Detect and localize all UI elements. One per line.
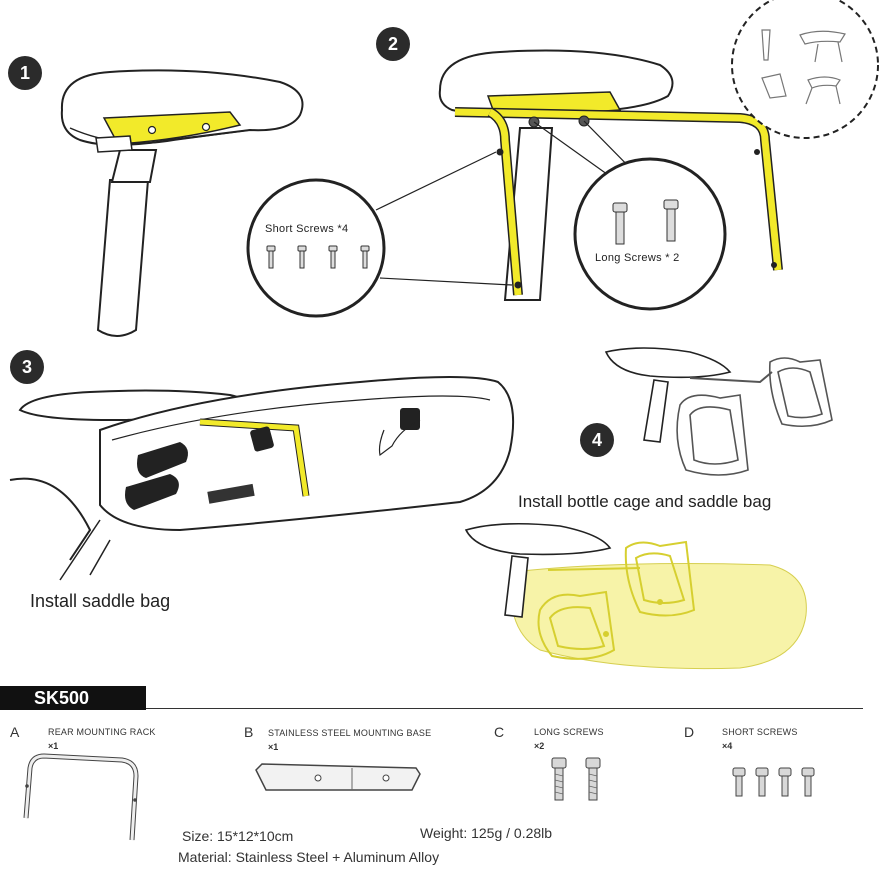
spec-size: Size: 15*12*10cm: [182, 828, 294, 844]
part-b-name: STAINLESS STEEL MOUNTING BASE: [268, 728, 432, 738]
step-4-badge: 4: [580, 423, 614, 457]
part-a-letter: A: [10, 724, 20, 740]
step-1-badge: 1: [8, 56, 42, 90]
step-4-caption: Install bottle cage and saddle bag: [518, 492, 772, 511]
part-b-letter: B: [244, 724, 254, 740]
step-3-number: 3: [21, 356, 32, 377]
spec-material: Material: Stainless Steel + Aluminum All…: [178, 849, 440, 865]
model-divider: [146, 708, 863, 709]
step-1-number: 1: [19, 62, 30, 83]
short-screws-label: Short Screws *4: [265, 223, 349, 235]
model-bar: [0, 686, 146, 710]
part-d-name: SHORT SCREWS: [722, 727, 798, 737]
part-b-qty: ×1: [268, 742, 279, 752]
part-c-qty: ×2: [534, 741, 545, 751]
part-d-qty: ×4: [722, 741, 733, 751]
long-screws-label: Long Screws * 2: [595, 252, 680, 264]
step-3-badge: 3: [10, 350, 44, 384]
part-a-qty: ×1: [48, 741, 59, 751]
step-4-number: 4: [591, 429, 602, 450]
step-3-caption: Install saddle bag: [30, 591, 171, 611]
part-d-letter: D: [684, 724, 695, 740]
spec-weight: Weight: 125g / 0.28lb: [420, 825, 553, 841]
part-c-letter: C: [494, 724, 505, 740]
model-name: SK500: [34, 688, 90, 708]
part-a-name: REAR MOUNTING RACK: [48, 727, 156, 737]
part-c-name: LONG SCREWS: [534, 727, 604, 737]
step-2-number: 2: [387, 33, 398, 54]
step-2-badge: 2: [376, 27, 410, 61]
